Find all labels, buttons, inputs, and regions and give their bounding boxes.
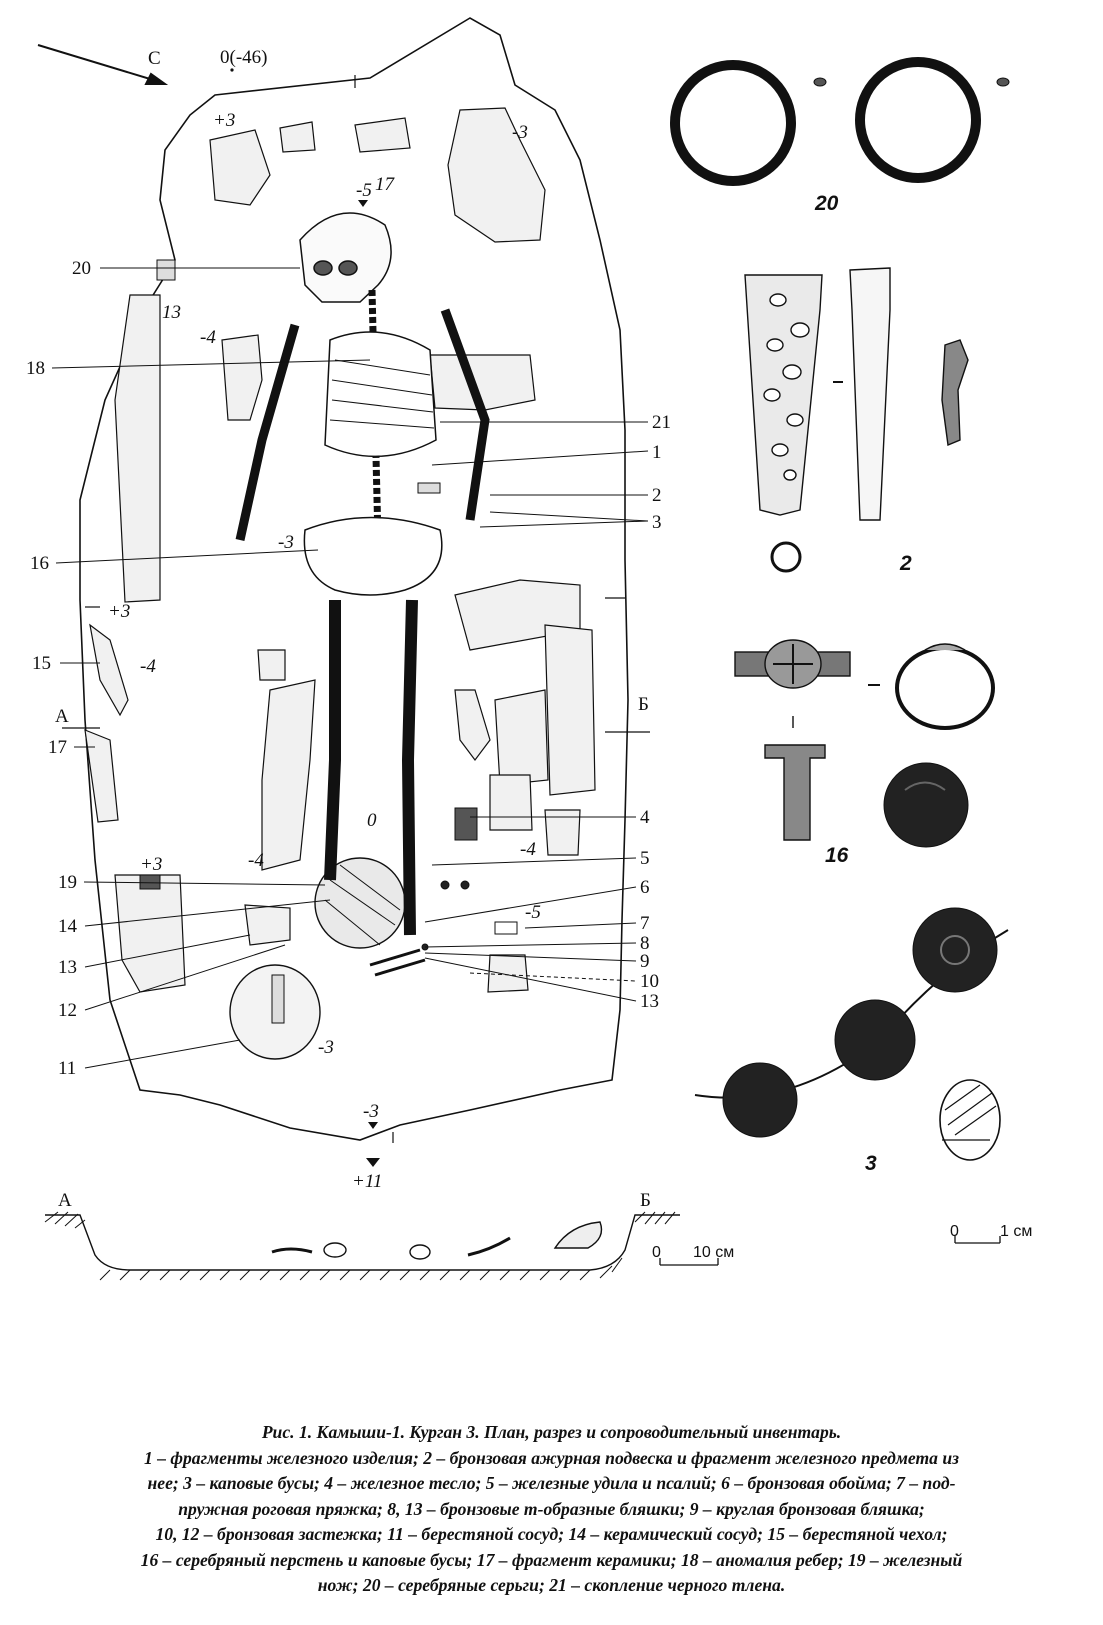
section-scale-bar [659, 1258, 719, 1266]
artifact-scale-bar [954, 1236, 1001, 1244]
skeleton [235, 212, 490, 977]
artifact-number-16: 16 [825, 844, 849, 867]
label-4: 4 [640, 807, 650, 828]
bead-16 [883, 762, 969, 848]
label-16: 16 [30, 553, 49, 574]
label-14: 14 [58, 916, 78, 937]
artifact-earrings [670, 57, 1010, 186]
label-5: 5 [640, 848, 650, 869]
left-callouts [51, 267, 371, 1069]
caption-line: нее; 3 – каповые бусы; 4 – железное тесл… [147, 1473, 956, 1493]
right-arm [440, 308, 490, 521]
caption-line: нож; 20 – серебряные серьги; 21 – скопле… [317, 1575, 786, 1595]
right-leg [401, 599, 418, 936]
label-19: 19 [58, 872, 77, 893]
artifact-number-2: 2 [899, 552, 912, 575]
label-13-right: 13 [640, 991, 659, 1012]
label-9: 9 [640, 951, 650, 972]
label-1: 1 [652, 442, 662, 463]
depth-mark: -4 [200, 327, 216, 348]
artifact-number-3: 3 [865, 1152, 877, 1175]
skull [299, 212, 392, 303]
caption-line: 10, 12 – бронзовая застежка; 11 – берест… [155, 1524, 948, 1544]
section-letter-b: Б [640, 1190, 651, 1211]
bottom-depth-1: -3 [363, 1101, 379, 1122]
section-scale-label: 10 см [693, 1244, 734, 1261]
ribcage [324, 331, 437, 458]
right-number-labels: 21 1 2 3 4 5 6 7 8 9 10 13 [640, 412, 671, 1012]
archaeological-figure: С 0(-46) [26, 17, 1032, 1281]
artifact-pendant [744, 267, 969, 573]
compass-label: С [148, 48, 161, 69]
section-scale-zero: 0 [652, 1244, 661, 1261]
artifact-beads [694, 907, 1009, 1161]
left-leg [324, 600, 341, 881]
depth-mark: -4 [248, 850, 264, 871]
label-11: 11 [58, 1058, 76, 1079]
left-number-labels: 20 18 16 15 17 19 14 13 12 11 [26, 258, 91, 1079]
label-21: 21 [652, 412, 671, 433]
small-finds [139, 259, 518, 951]
bottom-depth-2: +11 [352, 1171, 382, 1192]
caption-title: Рис. 1. Камыши-1. Курган 3. План, разрез… [261, 1422, 842, 1442]
depth-mark: -5 [525, 902, 541, 923]
depth-mark: -3 [512, 122, 528, 143]
label-18: 18 [26, 358, 45, 379]
artifact-scale-label: 1 см [1000, 1223, 1032, 1240]
label-6: 6 [640, 877, 650, 898]
section-letter-a: А [58, 1190, 72, 1211]
section-profile [44, 1211, 680, 1281]
label-10: 10 [640, 971, 659, 992]
label-13: 13 [58, 957, 77, 978]
depth-mark: +3 [140, 854, 162, 875]
depth-mark: +3 [108, 601, 130, 622]
caption-line: пружная роговая пряжка; 8, 13 – бронзовы… [178, 1498, 925, 1519]
top-depth-label: 0(-46) [220, 47, 267, 68]
head-depth-label: -5 [356, 180, 372, 201]
label-12: 12 [58, 1000, 77, 1021]
depth-mark: 13 [162, 302, 181, 323]
label-8: 8 [640, 933, 650, 954]
caption-line: 16 – серебряный перстень и каповые бусы;… [140, 1549, 963, 1570]
skull-label: 17 [375, 174, 396, 195]
depth-mark: -4 [140, 656, 156, 677]
artifact-scale-zero: 0 [950, 1223, 959, 1240]
depth-mark: -4 [520, 839, 536, 860]
label-20: 20 [72, 258, 91, 279]
depth-mark: +3 [213, 110, 235, 131]
label-17: 17 [48, 737, 67, 758]
caption-line: 1 – фрагменты железного изделия; 2 – бро… [144, 1447, 959, 1468]
right-callouts [424, 421, 649, 1002]
north-arrow [37, 44, 169, 85]
depth-mark: -3 [278, 532, 294, 553]
label-15: 15 [32, 653, 51, 674]
wood-fragments [84, 107, 596, 993]
artifact-number-20: 20 [814, 192, 839, 215]
depth-mark: -3 [318, 1037, 334, 1058]
vessel-label: 0 [367, 810, 377, 831]
section-letter-b-plan: Б [638, 694, 649, 715]
left-arm [235, 323, 300, 541]
figure-caption: Рис. 1. Камыши-1. Курган 3. План, разрез… [8, 1420, 1095, 1599]
pelvis [303, 516, 443, 596]
label-3: 3 [652, 512, 662, 533]
label-2: 2 [652, 485, 662, 506]
artifact-ring [734, 639, 995, 841]
grave-pit-outline [79, 17, 629, 1141]
section-letter-a-plan: А [55, 706, 69, 727]
label-7: 7 [640, 913, 650, 934]
